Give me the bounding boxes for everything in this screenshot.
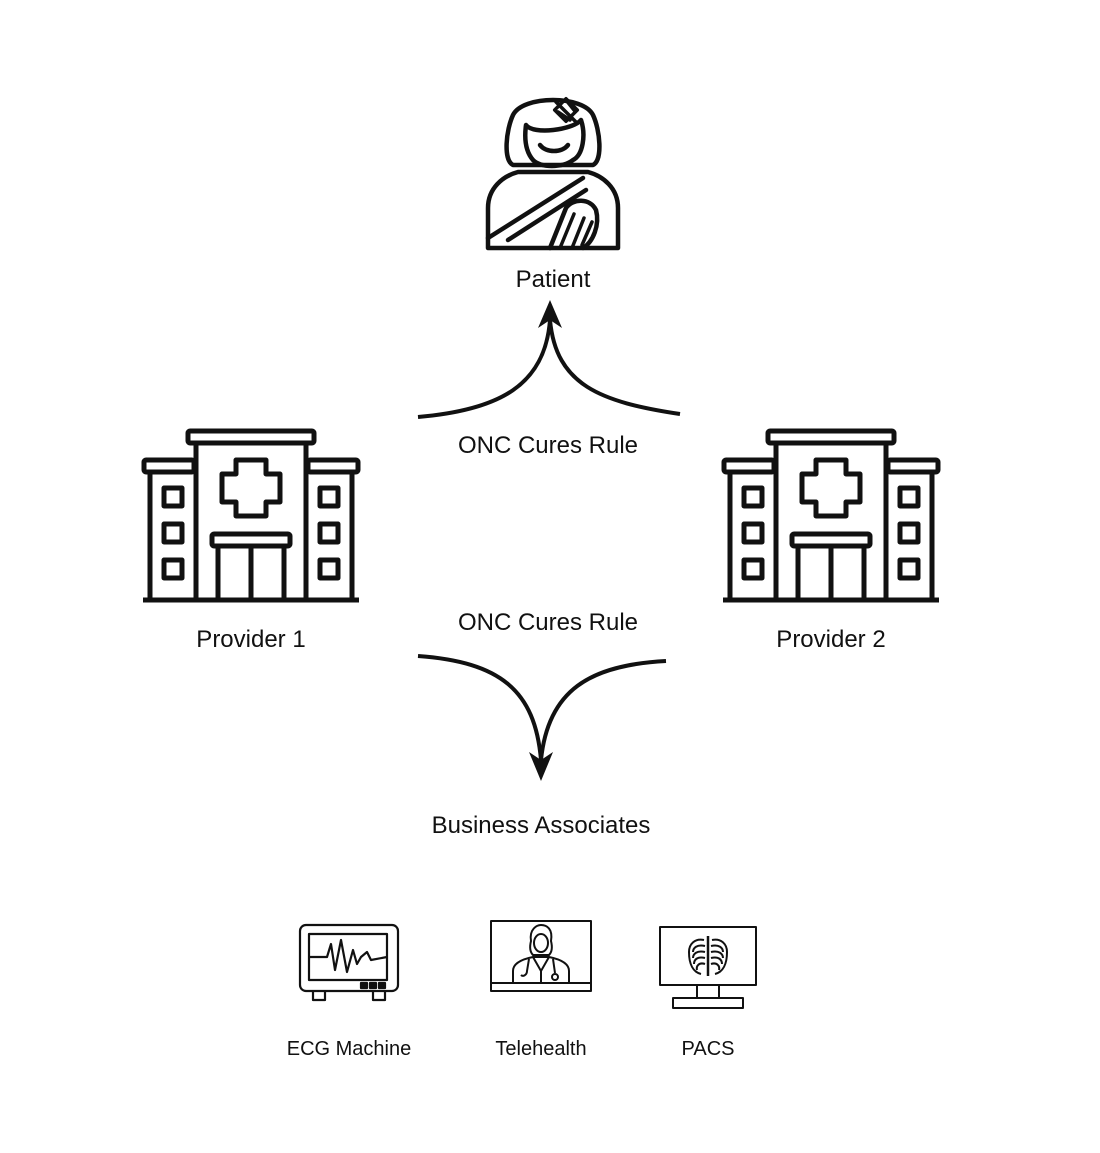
arrowhead-up xyxy=(538,300,562,328)
patient-label: Patient xyxy=(515,266,591,293)
business-associates-label: Business Associates xyxy=(431,812,651,839)
arrow-provider2-to-patient xyxy=(548,319,681,416)
telehealth-label: Telehealth xyxy=(495,1038,587,1060)
xray-monitor-icon xyxy=(659,926,757,1009)
rule-label-top: ONC Cures Rule xyxy=(457,432,639,459)
hospital-building-icon xyxy=(141,428,361,603)
rule-label-bottom: ONC Cures Rule xyxy=(457,609,639,636)
provider-1-label: Provider 1 xyxy=(196,626,306,653)
patient-injured-icon xyxy=(485,96,621,251)
arrowhead-down xyxy=(529,752,553,781)
arrow-provider1-to-ba xyxy=(417,654,543,761)
telehealth-doctor-icon xyxy=(490,920,592,992)
provider-2-label: Provider 2 xyxy=(776,626,886,653)
arrow-provider1-to-patient xyxy=(417,319,552,419)
pacs-label: PACS xyxy=(681,1038,735,1060)
hospital-building-icon xyxy=(721,428,941,603)
arrow-provider2-to-ba xyxy=(539,659,667,761)
ecg-monitor-icon xyxy=(298,923,400,1002)
ecg-machine-label: ECG Machine xyxy=(286,1038,412,1060)
